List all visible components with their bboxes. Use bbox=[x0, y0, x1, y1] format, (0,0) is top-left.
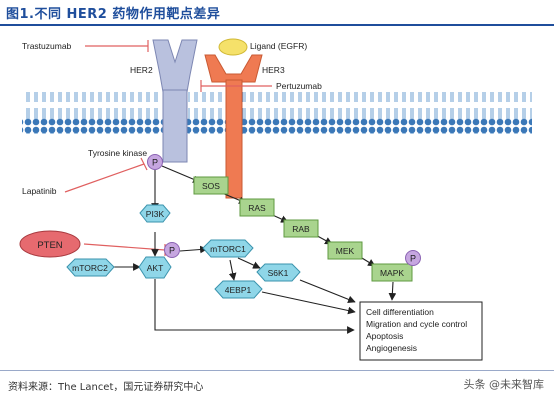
footer-divider bbox=[0, 370, 554, 371]
ras-node bbox=[239, 198, 275, 217]
akt-label: AKT bbox=[147, 263, 164, 273]
outcome-item: Angiogenesis bbox=[366, 343, 417, 353]
s6k1-node bbox=[256, 263, 301, 282]
lapatinib-inhibit-line bbox=[64, 163, 145, 193]
rab-node bbox=[283, 219, 319, 238]
arrow-akt-to-outcomes bbox=[154, 279, 355, 334]
phospho-p-her2 bbox=[147, 154, 163, 170]
mtorc1-label: mTORC1 bbox=[210, 244, 246, 254]
arrow-s6k1-to-outcomes bbox=[299, 279, 356, 304]
watermark: 头条 @未来智库 bbox=[463, 378, 545, 391]
figure-title: 图1.不同 HER2 药物作用靶点差异 bbox=[6, 7, 221, 22]
pten-label: PTEN bbox=[37, 240, 62, 251]
mtorc2-label: mTORC2 bbox=[72, 263, 108, 273]
outcome-item: Cell differentiation bbox=[366, 307, 434, 317]
pertuzumab-label: Pertuzumab bbox=[276, 81, 322, 91]
pten-node bbox=[19, 230, 81, 258]
arrow-mtorc1-to-s6k1 bbox=[237, 257, 261, 269]
outcome-item: Apoptosis bbox=[366, 331, 403, 341]
outcomes-box bbox=[359, 301, 483, 361]
pi3k-label: PI3K bbox=[146, 209, 165, 219]
mapk-node bbox=[371, 263, 413, 282]
phospho-p-mapk bbox=[405, 250, 421, 266]
trastuzumab-label: Trastuzumab bbox=[22, 41, 72, 51]
phospho-p-akt-label: P bbox=[169, 246, 175, 256]
4ebp1-node bbox=[214, 280, 263, 299]
arrow-mapk-to-outcomes bbox=[388, 281, 397, 301]
rab-label: RAB bbox=[292, 224, 310, 234]
mek-node bbox=[327, 241, 363, 260]
tyrosine-kinase-label: Tyrosine kinase bbox=[88, 148, 147, 158]
sos-label: SOS bbox=[202, 181, 220, 191]
her3-label: HER3 bbox=[262, 65, 285, 75]
ligand-label: Ligand (EGFR) bbox=[250, 41, 307, 51]
akt-node bbox=[138, 256, 172, 279]
outcome-item: Migration and cycle control bbox=[366, 319, 467, 329]
pten-inhibit-line bbox=[83, 243, 166, 251]
source-note: 资料来源：The Lancet，国元证券研究中心 bbox=[8, 382, 204, 393]
mapk-label: MAPK bbox=[380, 268, 404, 278]
phospho-p-her2-label: P bbox=[152, 158, 158, 168]
phospho-p-mapk-label: P bbox=[410, 254, 416, 264]
lapatinib-inhibit-bar bbox=[140, 157, 148, 171]
cell-membrane bbox=[22, 92, 532, 134]
her2-receptor bbox=[152, 39, 198, 163]
ligand-blob bbox=[218, 38, 248, 56]
mtorc1-node bbox=[202, 239, 254, 258]
arrow-p-to-mtorc1 bbox=[179, 245, 208, 254]
sos-node bbox=[193, 176, 229, 195]
title-divider bbox=[0, 24, 554, 26]
ras-label: RAS bbox=[248, 203, 266, 213]
her2-label: HER2 bbox=[130, 65, 153, 75]
lapatinib-label: Lapatinib bbox=[22, 186, 57, 196]
arrow-4ebp1-to-outcomes bbox=[261, 291, 356, 315]
s6k1-label: S6K1 bbox=[268, 268, 289, 278]
4ebp1-label: 4EBP1 bbox=[225, 285, 252, 295]
mtorc2-node bbox=[66, 258, 115, 277]
mek-label: MEK bbox=[336, 246, 355, 256]
phospho-p-akt bbox=[164, 242, 180, 258]
pi3k-node bbox=[139, 204, 171, 223]
arrow-mtorc1-to-4ebp1 bbox=[228, 259, 237, 281]
